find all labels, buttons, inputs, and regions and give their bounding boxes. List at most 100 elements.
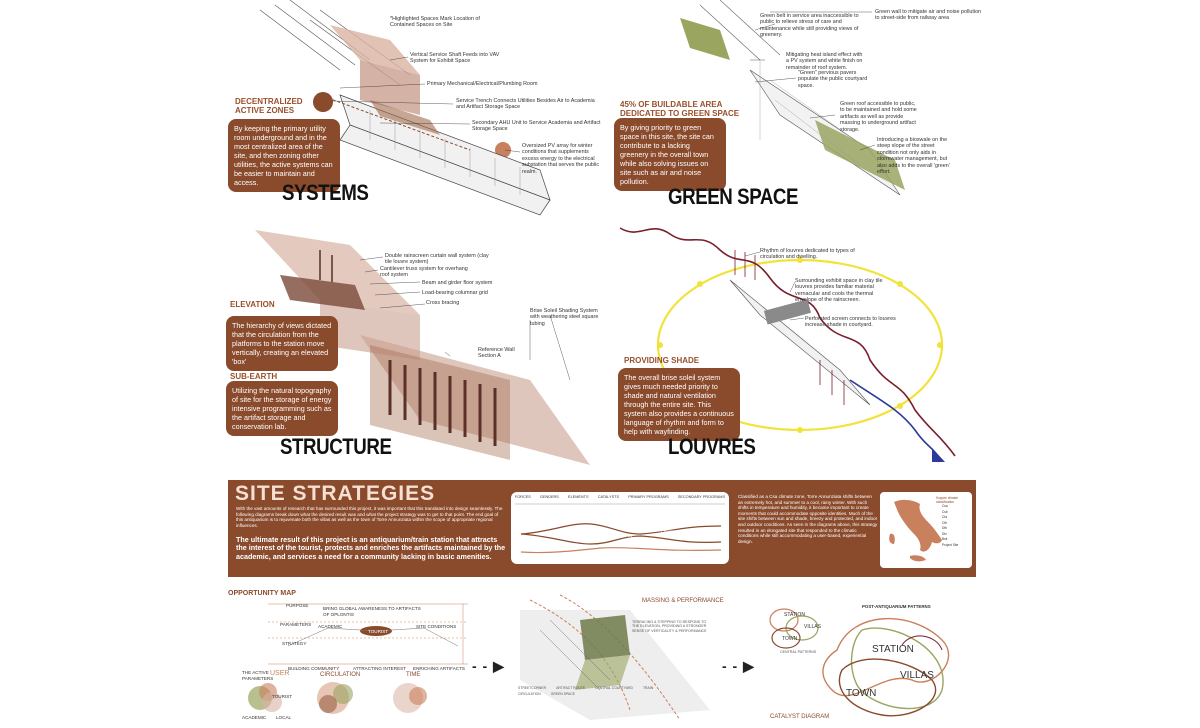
- opp-mid-3: SITE CONDITIONS: [416, 624, 457, 629]
- systems-note-3: Service Trench Connects Utilities Beside…: [456, 98, 595, 111]
- massing-legend-item: ARTIFACT ROUTE: [556, 686, 586, 690]
- opp-bottom-2: ATTRACTING INTEREST: [353, 666, 406, 671]
- opp-top: BRING GLOBAL AWARENESS TO ARTIFACTS OF O…: [323, 606, 421, 617]
- legend-item: Cfb: [942, 520, 947, 525]
- catalyst-drawing: [769, 608, 950, 717]
- chart-node: TRAINING: [551, 516, 570, 520]
- opp-bottom-3: ENRICHING ARTIFACTS: [413, 666, 465, 671]
- systems-heading: DECENTRALIZED ACTIVE ZONES: [235, 97, 303, 115]
- louvres-note-2: Rhythm of louvres dedicated to types of …: [760, 248, 855, 261]
- map-legend: Csa Csb Cfa Cfb Dfb Dfc Bsk Project Site: [942, 504, 958, 548]
- legend-item: Project Site: [942, 542, 959, 547]
- catalyst-small-villas: VILLAS: [804, 624, 821, 630]
- chart-node: ACADEMIC OFFICE: [696, 552, 717, 560]
- chart-node: STATION AMENITIES: [696, 530, 717, 538]
- legend-item: Cfa: [942, 515, 947, 519]
- massing-legend-item: TRAIN: [642, 686, 654, 690]
- structure-note-5: Cross bracing: [426, 300, 460, 306]
- venn-user-title: USER: [270, 670, 290, 677]
- chart-header: GENDERS: [540, 495, 559, 499]
- chart-node: CIRCULATION: [586, 554, 612, 558]
- chart-node: CENTRAL COURTYARD: [661, 530, 685, 538]
- systems-note-4: Secondary AHU Unit to Service Academia a…: [472, 120, 601, 133]
- massing-drawing: [520, 594, 710, 721]
- chart-node: STREETCORNER: [621, 550, 653, 554]
- opportunity-title: OPPORTUNITY MAP: [228, 590, 296, 597]
- structure-axonometric-drawing: [255, 230, 590, 465]
- massing-legend-item: CIRCULATION: [518, 692, 541, 696]
- venn-diagrams: [248, 682, 427, 714]
- site-statement: The ultimate result of this project is a…: [236, 535, 506, 561]
- louvres-heading: PROVIDING SHADE: [624, 356, 700, 365]
- italy-map: [889, 499, 942, 562]
- opportunity-lines: [268, 603, 468, 665]
- green-note-5: Green roof accessible to public, to be m…: [840, 101, 917, 133]
- green-note-4: "Green" pervious pavers populate the pub…: [798, 70, 868, 89]
- structure-note-4: Load-bearing columnar grid: [422, 290, 488, 296]
- chart-header-row: FORCES GENDERS ELEMENTS CATALYSTS PRIMAR…: [515, 495, 725, 499]
- opp-label-parameters: PARAMETERS: [280, 622, 312, 627]
- louvres-axonometric-drawing: [549, 227, 956, 462]
- structure-note-1: Double rainscreen curtain wall system (c…: [385, 253, 489, 266]
- post-antiquarium-title: POST-ANTIQUARIUM PATTERNS: [862, 604, 931, 609]
- legend-item: Dfb: [942, 526, 947, 530]
- catalyst-word-station: STATION: [872, 644, 914, 655]
- systems-axonometric-drawing: [259, 0, 551, 216]
- venn-circulation-title: CIRCULATION: [320, 672, 361, 678]
- structure-heading-elevation: ELEVATION: [230, 300, 275, 309]
- venn-user-sub: THE ACTIVE PARAMETERS: [242, 670, 274, 681]
- site-intro: With the vast amounts of research that h…: [236, 506, 503, 528]
- strategy-chart: FORCES GENDERS ELEMENTS CATALYSTS PRIMAR…: [511, 492, 729, 564]
- green-note-6: Introducing a bioswale on the steep slop…: [877, 137, 950, 176]
- opportunity-map: OPPORTUNITY MAP PURPOSE PARAMETERS STRAT…: [228, 590, 478, 720]
- venn-label-tourist: TOURIST: [272, 694, 293, 699]
- opp-label-purpose: PURPOSE: [286, 603, 309, 608]
- louvres-note-1: Brise Soleil Shading System with weather…: [530, 308, 599, 327]
- louvres-title: LOUVRES: [668, 434, 756, 459]
- catalyst-sub: CENTRAL PATTERNS: [780, 650, 817, 654]
- chart-node: VIEWS: [591, 516, 604, 520]
- louvres-panel: Brise Soleil Shading System with weather…: [520, 220, 970, 470]
- structure-callout-elevation: The hierarchy of views dictated that the…: [226, 316, 338, 371]
- green-callout: By giving priority to green space in thi…: [614, 118, 726, 191]
- opp-mid-1: ACADEMIC: [318, 624, 343, 629]
- catalyst-word-villas: VILLAS: [900, 670, 934, 681]
- systems-panel: *Highlighted Spaces Mark Location of Con…: [220, 0, 601, 220]
- chart-node: EFFECT: [517, 546, 532, 550]
- chart-header: CATALYSTS: [597, 495, 620, 499]
- chart-node: PLATFORMS: [621, 522, 644, 526]
- site-strategies-banner: SITE STRATEGIES With the vast amounts of…: [228, 480, 976, 577]
- climate-map: Koppen climate classification Csa Csb Cf…: [880, 492, 972, 568]
- chart-node: ARTIFACT EXHIBIT: [663, 516, 698, 520]
- green-panel: Green belt in service area inaccessible …: [610, 0, 981, 220]
- legend-item: Csa: [942, 504, 948, 508]
- green-axonometric-drawing: [680, 0, 905, 196]
- massing-legend-item: CENTRAL COURTYARD: [595, 686, 633, 690]
- louvres-note-4: Perforated screen connects to louvres in…: [805, 316, 896, 329]
- structure-panel: Double rainscreen curtain wall system (c…: [220, 220, 600, 470]
- flow-arrow-1: - - ▶: [472, 658, 505, 674]
- massing-panel: MASSING & PERFORMANCE TERRACING & STEPPI…: [510, 590, 725, 726]
- strategy-chart-lines: [515, 503, 725, 554]
- map-legend-title: Koppen climate classification: [936, 496, 958, 504]
- opp-mid-2: TOURIST: [368, 629, 389, 634]
- green-title: GREEN SPACE: [668, 184, 799, 209]
- structure-title: STRUCTURE: [280, 434, 392, 459]
- venn-label-local: LOCAL: [276, 715, 292, 720]
- green-note-3: Mitigating heat island effect with a PV …: [786, 52, 863, 71]
- systems-note-2: Primary Mechanical/Electrical/Plumbing R…: [427, 81, 538, 87]
- chart-header: FORCES: [515, 495, 531, 499]
- green-note-1: Green belt in service area inaccessible …: [760, 13, 859, 39]
- catalyst-title: CATALYST DIAGRAM: [770, 714, 830, 720]
- structure-note-2: Cantilever truss system for overhang roo…: [380, 266, 468, 279]
- systems-top-note: *Highlighted Spaces Mark Location of Con…: [390, 16, 480, 29]
- chart-node: WEAVING: [551, 554, 569, 558]
- chart-node: PROGRAM: [589, 534, 609, 538]
- structure-callout-subearth: Utilizing the natural topography of site…: [226, 381, 338, 436]
- structure-note-6: Reference Wall Section A: [478, 347, 515, 360]
- site-climate-text: Classified as a Csa climate zone, Torre …: [738, 494, 878, 544]
- louvres-callout: The overall brise soleil system gives mu…: [618, 368, 740, 441]
- venn-time-title: TIME: [406, 672, 421, 678]
- systems-callout: By keeping the primary utility room unde…: [228, 119, 340, 192]
- venn-label-academic: ACADEMIC: [242, 715, 267, 720]
